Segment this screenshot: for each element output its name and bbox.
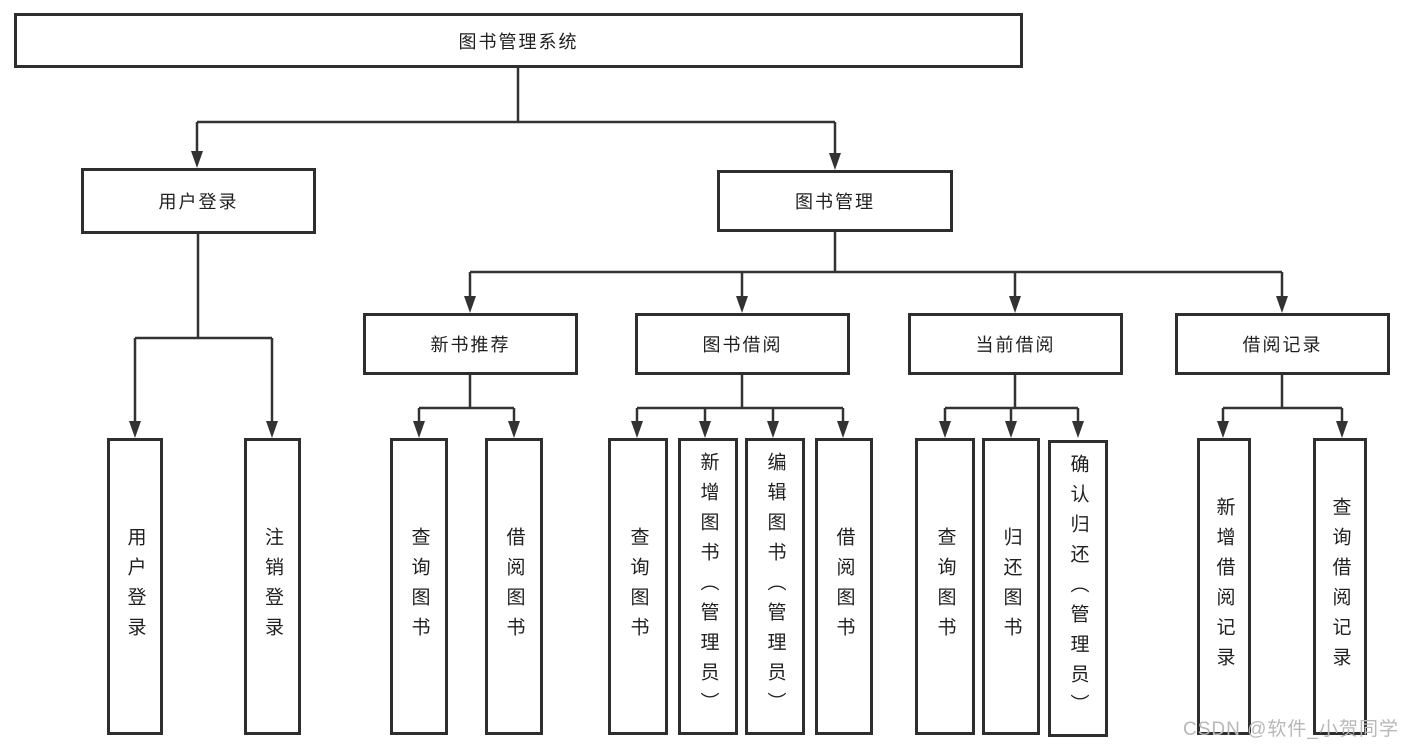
node-user-login: 用户登录 — [81, 168, 316, 234]
node-leaf-bb-edit-books-admin: 编辑图书（管理员） — [745, 438, 805, 735]
node-leaf-br-query-record: 查询借阅记录 — [1313, 438, 1367, 735]
connector-borrow-records — [1221, 375, 1344, 423]
node-label: 图书管理系统 — [458, 31, 579, 52]
node-label: 用户登录 — [158, 192, 239, 212]
node-label: 图书管理 — [795, 192, 875, 212]
node-current-borrow: 当前借阅 — [908, 313, 1123, 375]
node-new-book-rec: 新书推荐 — [363, 313, 578, 375]
node-leaf-rec-borrow-books: 借阅图书 — [485, 438, 543, 735]
node-leaf-br-add-record: 新增借阅记录 — [1197, 438, 1251, 735]
node-leaf-cb-query-books: 查询图书 — [915, 438, 975, 735]
node-label: 新书推荐 — [430, 335, 511, 355]
node-root-system: 图书管理系统 — [14, 13, 1023, 68]
node-leaf-cb-return-books: 归还图书 — [982, 438, 1040, 735]
node-label: 借阅图书 — [503, 526, 525, 647]
node-label: 编辑图书（管理员） — [764, 451, 786, 722]
node-label: 归还图书 — [1000, 526, 1022, 647]
connector-new-book-rec — [417, 375, 516, 423]
node-label: 借阅图书 — [833, 526, 855, 647]
node-label: 用户登录 — [124, 526, 146, 647]
node-label: 新增图书（管理员） — [697, 451, 719, 722]
connector-current-borrow — [943, 375, 1080, 423]
node-label: 查询图书 — [934, 526, 956, 647]
node-leaf-bb-borrow-books: 借阅图书 — [815, 438, 873, 735]
node-label: 新增借阅记录 — [1213, 496, 1235, 677]
connector-book-borrow — [635, 375, 845, 423]
arrowheads — [129, 151, 1348, 438]
node-label: 当前借阅 — [975, 335, 1056, 355]
node-label: 查询借阅记录 — [1329, 496, 1351, 677]
node-leaf-user-login: 用户登录 — [107, 438, 163, 735]
node-label: 确认归还（管理员） — [1067, 453, 1089, 724]
connector-user-login — [133, 234, 274, 423]
node-label: 查询图书 — [408, 526, 430, 647]
node-label: 图书借阅 — [702, 335, 783, 355]
connector-book-mgmt — [468, 232, 1284, 298]
node-borrow-records: 借阅记录 — [1175, 313, 1390, 375]
node-label: 借阅记录 — [1242, 335, 1323, 355]
node-label: 查询图书 — [627, 526, 649, 647]
node-leaf-rec-query-books: 查询图书 — [390, 438, 448, 735]
csdn-watermark: CSDN @软件_小贺同学 — [1183, 719, 1399, 740]
node-leaf-logout: 注销登录 — [244, 438, 301, 735]
node-leaf-bb-query-books: 查询图书 — [608, 438, 668, 735]
node-label: 注销登录 — [262, 526, 283, 647]
connector-root — [195, 68, 837, 154]
node-book-borrow: 图书借阅 — [635, 313, 850, 375]
node-leaf-cb-confirm-return-admin: 确认归还（管理员） — [1048, 440, 1108, 737]
node-leaf-bb-add-books-admin: 新增图书（管理员） — [678, 438, 738, 735]
node-book-mgmt: 图书管理 — [717, 170, 953, 232]
